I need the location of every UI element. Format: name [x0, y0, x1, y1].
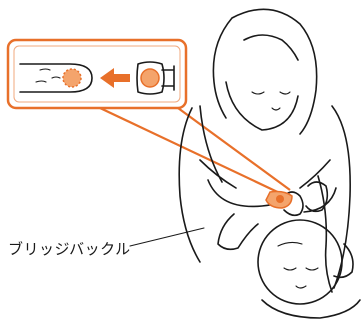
bridge-buckle-label: ブリッジバックル: [8, 238, 131, 259]
callout-zoom-box: [8, 40, 290, 196]
press-point: [63, 69, 81, 87]
buckle-in-hand: [266, 192, 292, 209]
label-pointer-line: [130, 228, 204, 246]
baby-figure: [218, 214, 360, 318]
parent-figure: [179, 9, 350, 292]
callout-leader-lines: [100, 108, 290, 196]
